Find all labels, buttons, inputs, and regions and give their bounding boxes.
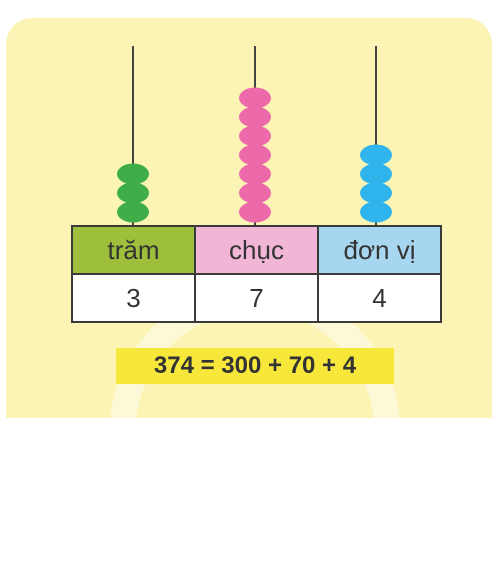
value-donvi: 4 — [317, 273, 442, 323]
bead-donvi — [360, 182, 392, 204]
bead-chuc — [239, 201, 271, 223]
bead-tram — [117, 163, 149, 185]
header-row: trăm chục đơn vị — [71, 225, 442, 275]
bead-chuc — [239, 106, 271, 128]
bead-chuc — [239, 87, 271, 109]
value-tram: 3 — [71, 273, 196, 323]
bead-donvi — [360, 144, 392, 166]
abacus — [117, 46, 392, 228]
bead-chuc — [239, 182, 271, 204]
bead-chuc — [239, 163, 271, 185]
bead-tram — [117, 201, 149, 223]
bead-donvi — [360, 201, 392, 223]
value-row: 3 7 4 — [71, 273, 442, 323]
place-value-equation: 374 = 300 + 70 + 4 — [116, 348, 394, 384]
bead-tram — [117, 182, 149, 204]
header-tram: trăm — [71, 225, 196, 275]
value-chuc: 7 — [194, 273, 319, 323]
bead-donvi — [360, 163, 392, 185]
place-value-table: trăm chục đơn vị 3 7 4 — [71, 225, 442, 323]
bead-chuc — [239, 125, 271, 147]
header-chuc: chục — [194, 225, 319, 275]
header-donvi: đơn vị — [317, 225, 442, 275]
bead-chuc — [239, 144, 271, 166]
